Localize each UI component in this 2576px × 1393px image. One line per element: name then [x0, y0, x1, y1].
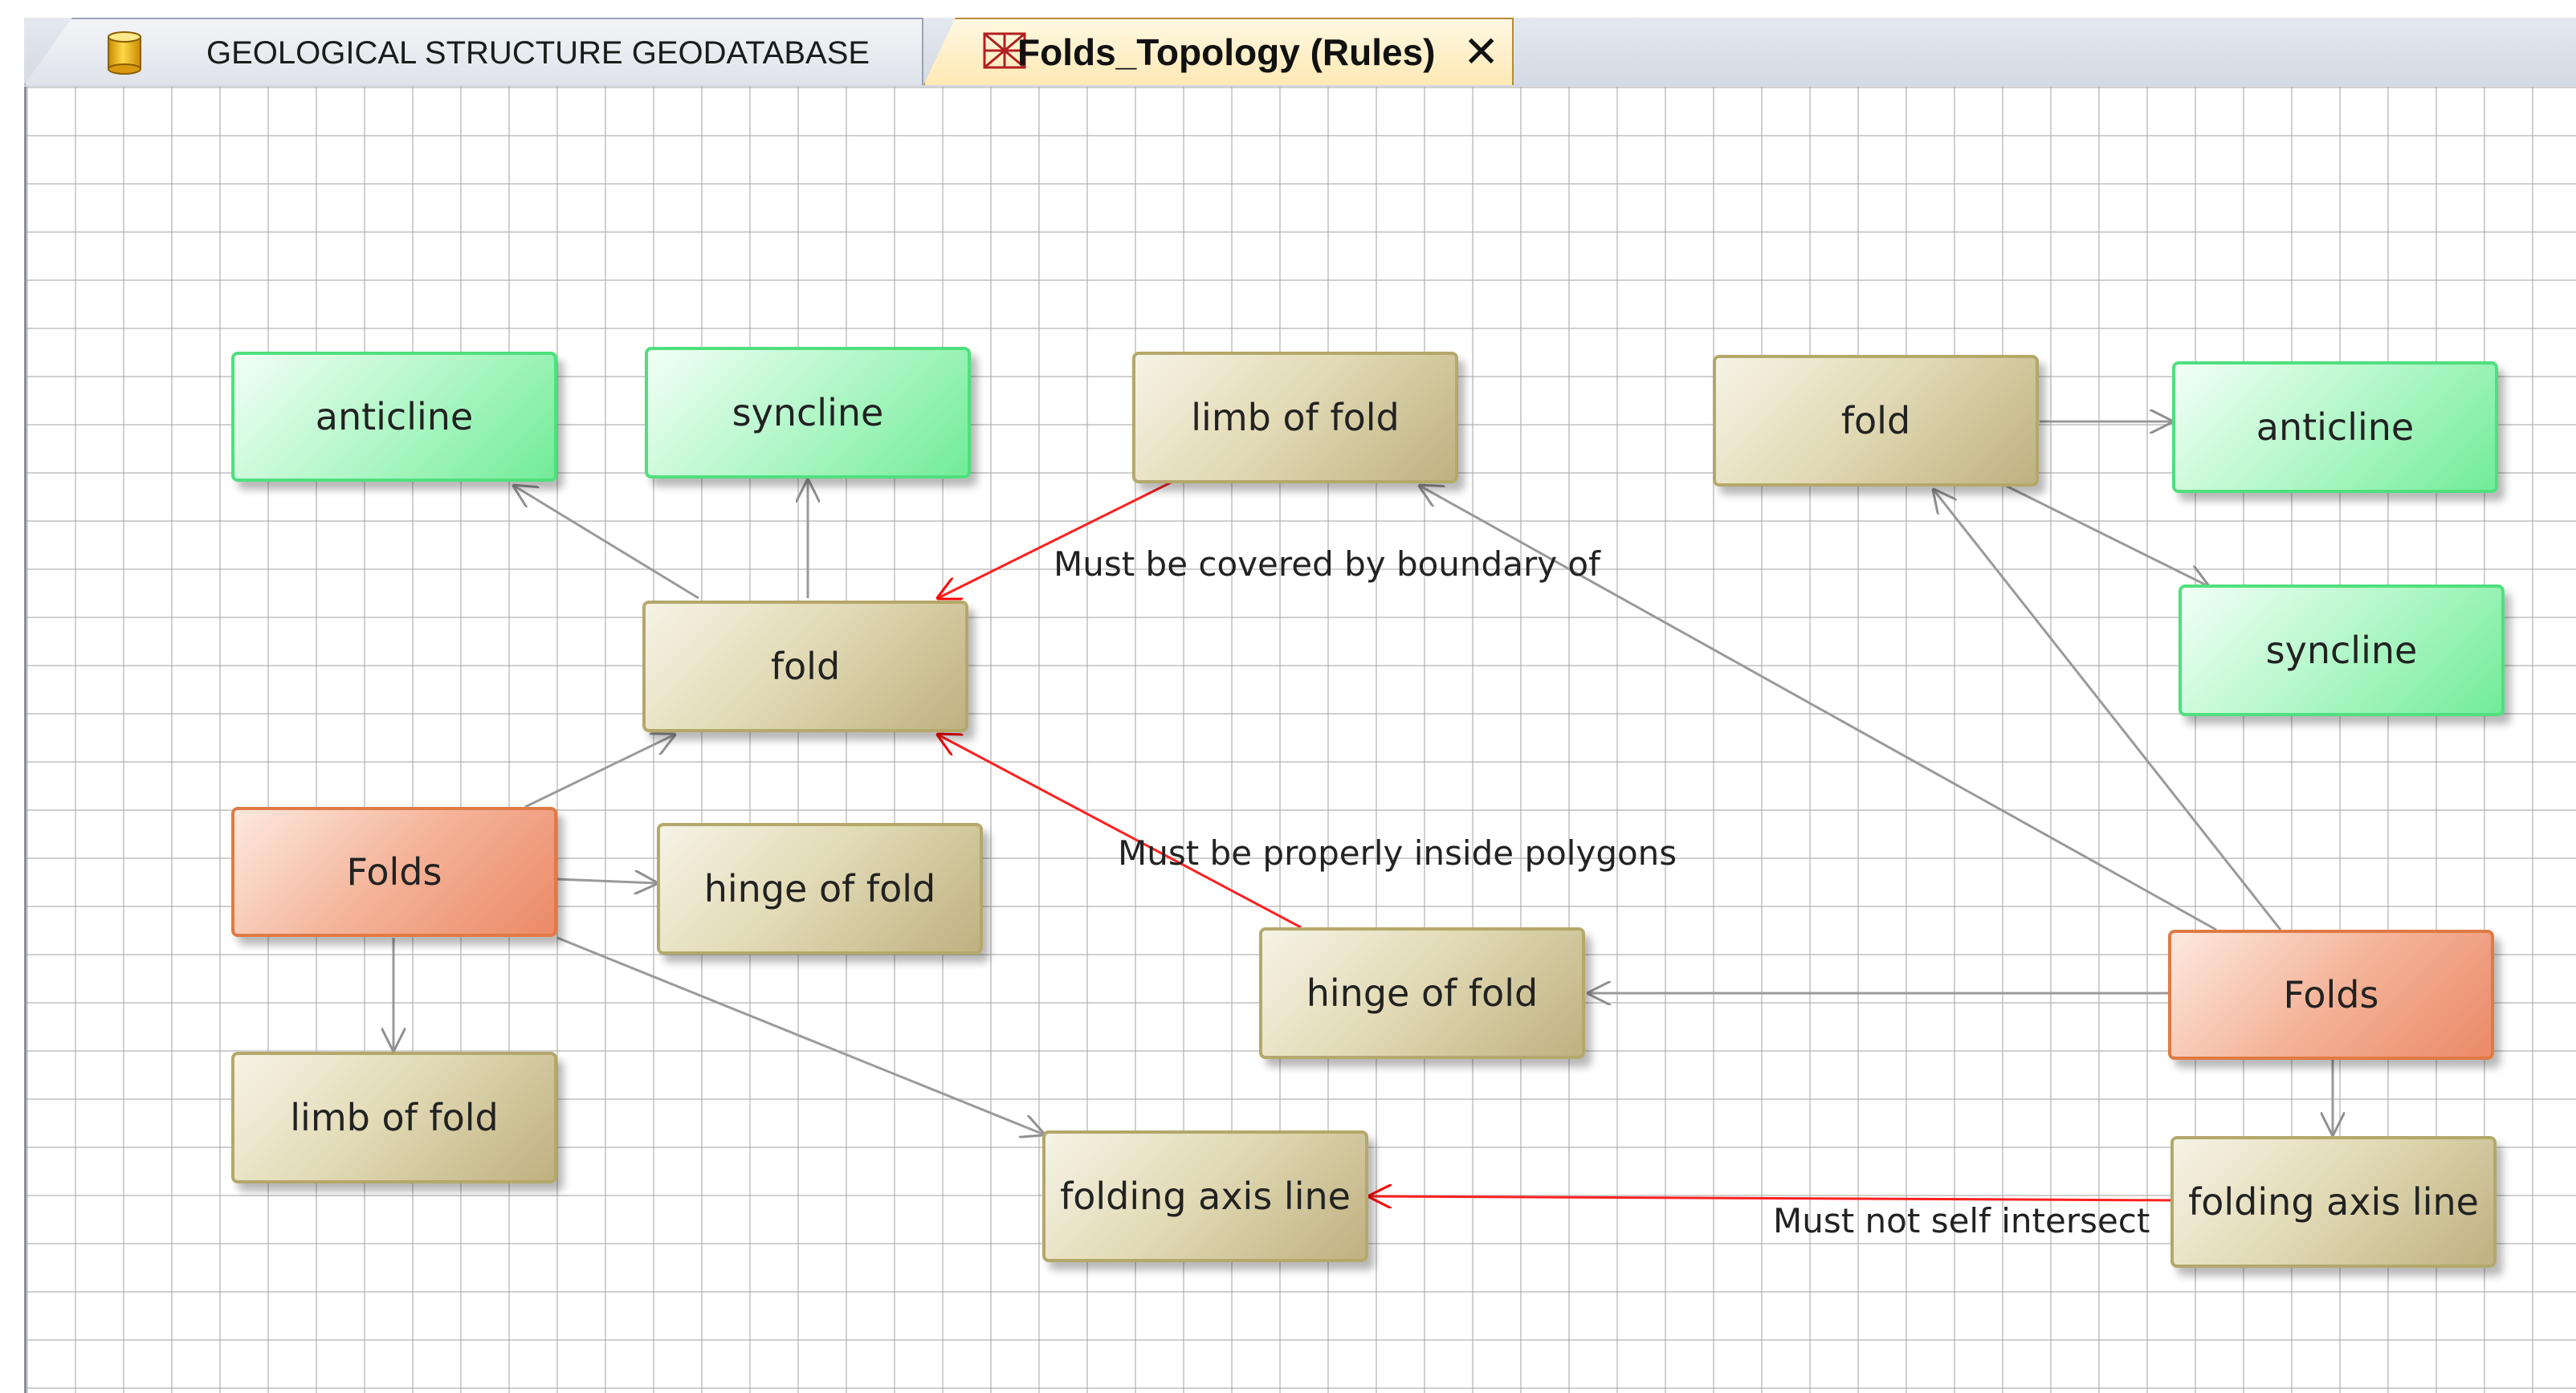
node-fold-right[interactable]: fold	[1713, 355, 2039, 487]
node-fold-left[interactable]: fold	[642, 601, 968, 732]
node-hinge-of-fold-left[interactable]: hinge of fold	[657, 823, 983, 955]
rule-edge-covered	[938, 480, 1173, 598]
tab-geodatabase[interactable]: GEOLOGICAL STRUCTURE GEODATABASE	[24, 18, 923, 85]
rule-edge-inside	[938, 735, 1302, 929]
topology-icon	[983, 32, 1026, 69]
edge-right-folds-limb	[1420, 486, 2217, 931]
edge-folds-fold	[524, 735, 675, 809]
edge-right-fold-syncline	[2005, 484, 2208, 586]
node-folding-axis-line-middle[interactable]: folding axis line	[1042, 1130, 1368, 1262]
node-limb-of-fold-middle[interactable]: limb of fold	[1132, 352, 1458, 483]
node-hinge-of-fold-middle[interactable]: hinge of fold	[1259, 927, 1585, 1059]
rule-label-covered: Must be covered by boundary of	[1054, 544, 1600, 584]
close-icon[interactable]: ✕	[1463, 28, 1500, 76]
edge-folds-hinge	[556, 879, 657, 883]
database-icon	[108, 31, 141, 75]
edge-folds-axis	[556, 936, 1044, 1134]
node-syncline-right[interactable]: syncline	[2179, 584, 2505, 716]
tab-strip: GEOLOGICAL STRUCTURE GEODATABASE Folds_T…	[0, 0, 2576, 88]
rule-label-self-intersect: Must not self intersect	[1773, 1201, 2150, 1240]
edge-fold-anticline	[514, 486, 699, 600]
node-limb-of-fold-left[interactable]: limb of fold	[231, 1052, 557, 1183]
node-folding-axis-line-right[interactable]: folding axis line	[2170, 1136, 2497, 1268]
node-anticline-left[interactable]: anticline	[231, 352, 557, 482]
edge-right-folds-fold	[1934, 490, 2282, 931]
node-anticline-right[interactable]: anticline	[2172, 361, 2498, 493]
rule-label-inside: Must be properly inside polygons	[1118, 833, 1677, 873]
tab-geodatabase-label: GEOLOGICAL STRUCTURE GEODATABASE	[206, 35, 870, 71]
node-folds-left[interactable]: Folds	[231, 807, 557, 937]
node-syncline-left[interactable]: syncline	[645, 347, 971, 479]
rule-edge-self-intersect	[1369, 1196, 2173, 1200]
tab-folds-topology[interactable]: Folds_Topology (Rules) ✕	[923, 18, 1514, 85]
tab-folds-topology-label: Folds_Topology (Rules)	[1017, 31, 1436, 73]
node-folds-right[interactable]: Folds	[2168, 930, 2494, 1060]
